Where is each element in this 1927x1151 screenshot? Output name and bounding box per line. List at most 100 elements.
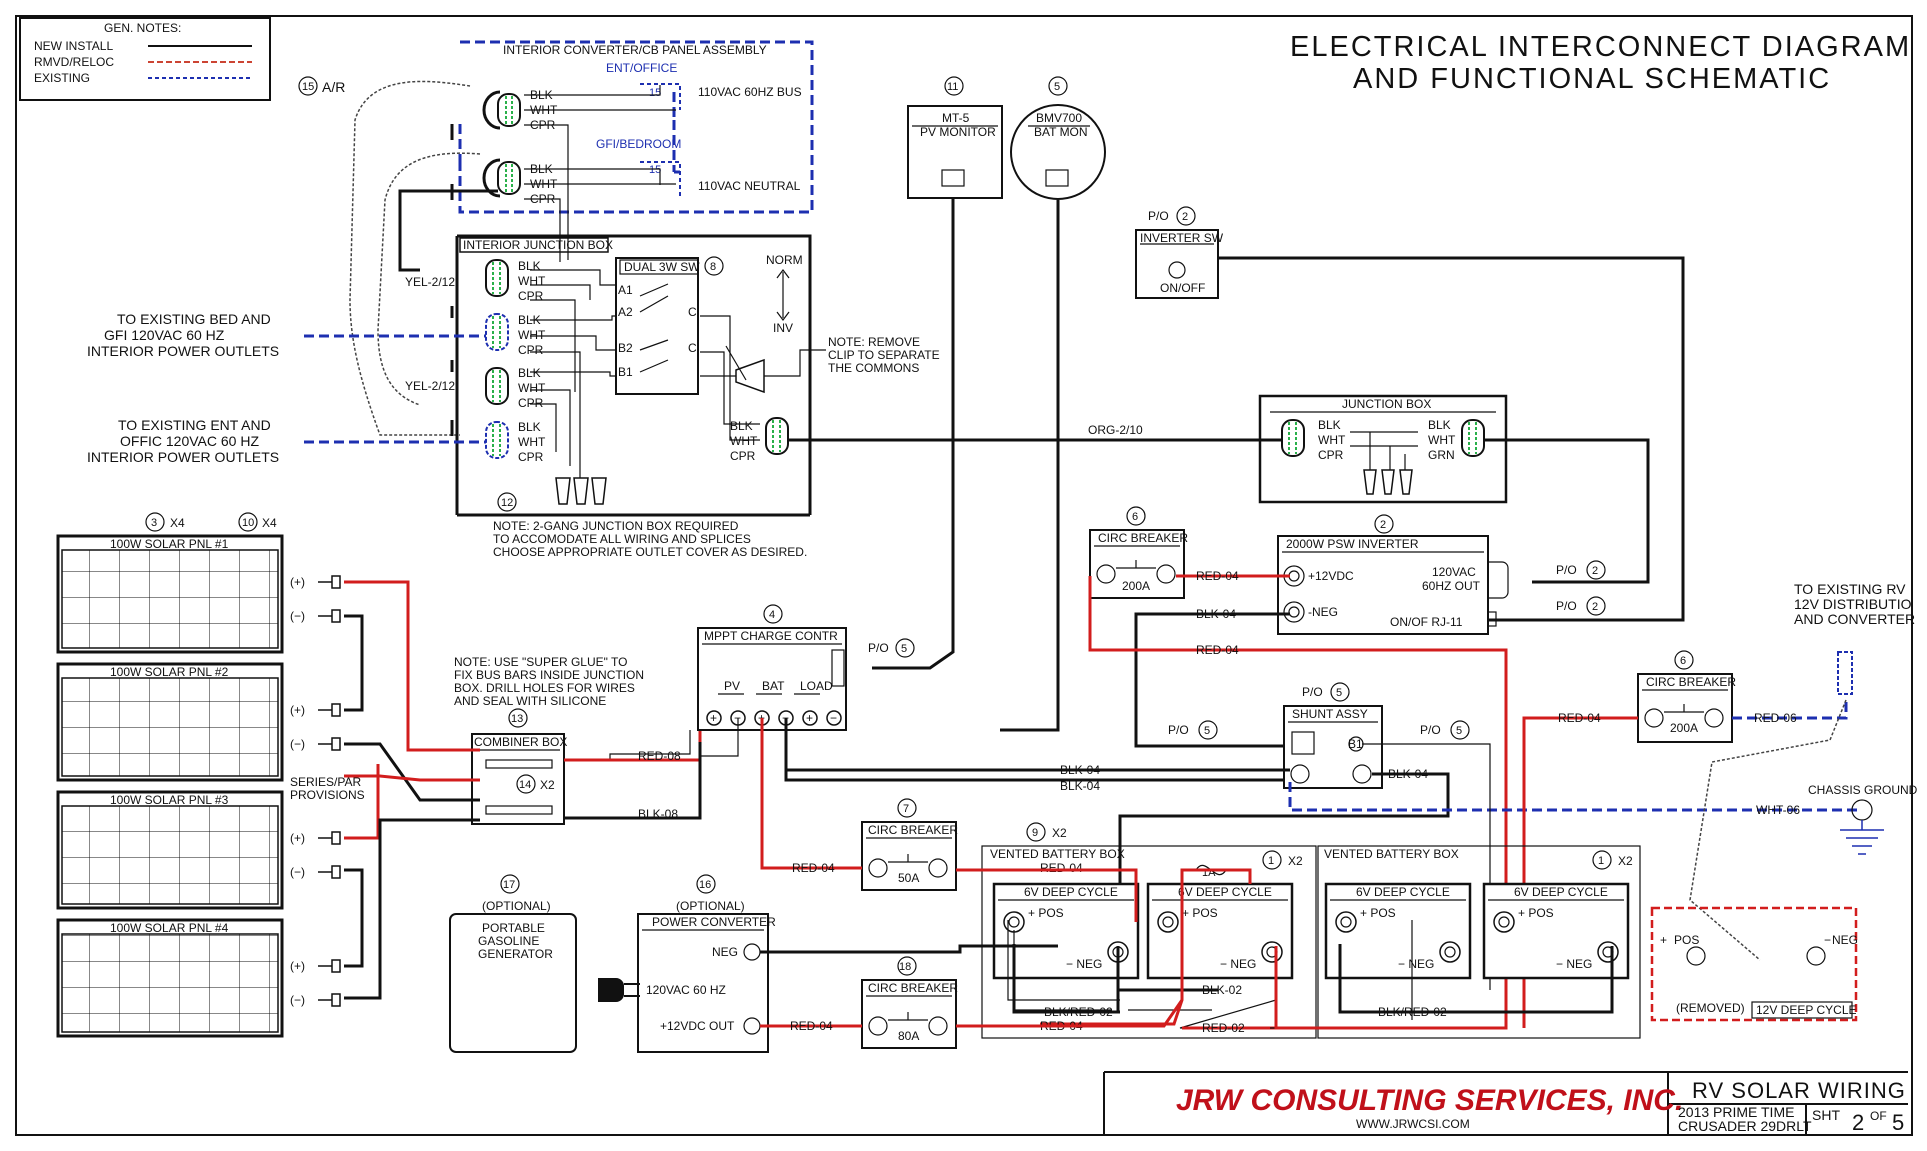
neg-terminal[interactable] — [331, 993, 341, 1007]
svg-text:12V DEEP CYCLE: 12V DEEP CYCLE — [1756, 1003, 1857, 1017]
org-wire-label: ORG-2/10 — [1088, 423, 1143, 437]
svg-text:RED-02: RED-02 — [1202, 1021, 1245, 1035]
pos-terminal[interactable] — [331, 575, 341, 589]
power-converter[interactable]: 16 (OPTIONAL) POWER CONVERTER NEG 120VAC… — [637, 874, 776, 1053]
battery-pos-terminal[interactable] — [1493, 911, 1515, 933]
svg-text:RED-04: RED-04 — [790, 1019, 833, 1033]
battery-pos-terminal[interactable] — [1335, 911, 1357, 933]
red04-bat-link — [1040, 868, 1252, 1026]
solar-panel-4[interactable]: 100W SOLAR PNL #4(+)(−) — [56, 918, 341, 1038]
breaker-inverter[interactable]: 6 CIRC BREAKER 200A — [1089, 506, 1188, 599]
svg-text:A1: A1 — [618, 283, 633, 297]
converter-panel-title: INTERIOR CONVERTER/CB PANEL ASSEMBLY — [503, 43, 767, 57]
mppt-terminal-sign: − — [830, 711, 837, 725]
svg-text:C: C — [688, 341, 697, 355]
svg-text:5: 5 — [1336, 687, 1342, 699]
svg-text:6V DEEP CYCLE: 6V DEEP CYCLE — [1356, 885, 1450, 899]
breaker-mppt[interactable]: 7 CIRC BREAKER 50A — [861, 798, 958, 891]
svg-text:+ POS: + POS — [1028, 906, 1064, 920]
battery-neg-terminal[interactable] — [1439, 941, 1461, 963]
svg-text:120VAC 60 HZ: 120VAC 60 HZ — [646, 983, 726, 997]
svg-text:2: 2 — [1852, 1110, 1864, 1135]
mppt-terminal[interactable] — [826, 710, 842, 726]
yel-wire-2: YEL-2/12 — [405, 379, 455, 393]
inv-switch-cable — [1218, 256, 1685, 622]
svg-text:WHT: WHT — [1318, 433, 1346, 447]
svg-text:P/O: P/O — [1148, 209, 1169, 223]
svg-text:6: 6 — [1132, 511, 1138, 523]
pos-terminal[interactable] — [331, 959, 341, 973]
solar-panel-1[interactable]: 100W SOLAR PNL #1(+)(−) — [56, 534, 341, 654]
blkred02-bat2 — [1338, 944, 1614, 1014]
chassis-ground-icon — [1840, 799, 1884, 855]
solar-panel-label: 100W SOLAR PNL #2 — [110, 665, 229, 679]
svg-text:P/O: P/O — [868, 641, 889, 655]
svg-text:BLK-04: BLK-04 — [1196, 607, 1236, 621]
svg-text:− NEG: − NEG — [1398, 957, 1434, 971]
solar-panel-label: 100W SOLAR PNL #4 — [110, 921, 229, 935]
svg-text:6V DEEP CYCLE: 6V DEEP CYCLE — [1024, 885, 1118, 899]
battery-neg-terminal[interactable] — [1597, 941, 1619, 963]
label-red08: RED-08 — [638, 749, 681, 763]
mppt-terminal[interactable] — [706, 710, 722, 726]
svg-text:WHT: WHT — [518, 274, 546, 288]
combiner-box[interactable]: 13 COMBINER BOX 14 X2 — [471, 708, 567, 825]
inverter-switch[interactable]: P/O 2 INVERTER SW ON/OFF — [1135, 206, 1224, 299]
dual-3w-switch[interactable] — [615, 257, 699, 395]
solar-panel-2[interactable]: 100W SOLAR PNL #2(+)(−) — [56, 662, 341, 782]
shunt-assembly[interactable]: 5 P/O 5 SHUNT ASSY B1 — [1283, 682, 1383, 789]
company-url: WWW.JRWCSI.COM — [1356, 1117, 1470, 1131]
svg-text:P/O: P/O — [1556, 563, 1577, 577]
svg-text:P/O: P/O — [1556, 599, 1577, 613]
mt5-pv-monitor[interactable]: 11 MT-5 PV MONITOR — [907, 76, 1003, 199]
svg-text:B1: B1 — [1348, 737, 1363, 751]
svg-text:BLK-02: BLK-02 — [1202, 983, 1242, 997]
battery-2: 6V DEEP CYCLE+ POS− NEG — [1146, 882, 1294, 980]
neg-terminal[interactable] — [331, 609, 341, 623]
svg-text:11: 11 — [947, 81, 958, 93]
breaker-converter[interactable]: 18 CIRC BREAKER 80A — [861, 956, 958, 1049]
portable-generator[interactable]: 17 (OPTIONAL) PORTABLE GASOLINE GENERATO… — [449, 874, 577, 1053]
solar-panel-label: 100W SOLAR PNL #1 — [110, 537, 229, 551]
converter-panel: INTERIOR CONVERTER/CB PANEL ASSEMBLY ENT… — [458, 40, 814, 214]
svg-text:NEG: NEG — [712, 945, 738, 959]
mppt-terminal-sign: + — [710, 711, 717, 725]
svg-text:X4: X4 — [262, 516, 277, 530]
svg-text:+12VDC OUT: +12VDC OUT — [660, 1019, 735, 1033]
jbox-connector-2: BLK WHT CPR — [485, 313, 546, 357]
svg-text:VENTED BATTERY BOX: VENTED BATTERY BOX — [1324, 847, 1459, 861]
drawing-model: 2013 PRIME TIME CRUSADER 29DRLT — [1678, 1104, 1812, 1134]
svg-text:BLK: BLK — [518, 420, 541, 434]
svg-text:CIRC BREAKER: CIRC BREAKER — [1098, 531, 1188, 545]
neg-terminal[interactable] — [331, 865, 341, 879]
neg-terminal-label: (−) — [290, 993, 305, 1007]
svg-text:X2: X2 — [540, 778, 555, 792]
battery-box-2: 1 X2 VENTED BATTERY BOX 1 X2 — [1262, 845, 1641, 1039]
svg-text:RED-04: RED-04 — [1040, 861, 1083, 875]
wht06-wire — [1288, 782, 1860, 812]
pos-terminal[interactable] — [331, 703, 341, 717]
solar-panel-3[interactable]: 100W SOLAR PNL #3(+)(−) — [56, 790, 341, 910]
battery-1: 6V DEEP CYCLE+ POS− NEG — [992, 882, 1140, 980]
svg-text:POWER CONVERTER: POWER CONVERTER — [652, 915, 776, 929]
svg-text:BLK/RED-02: BLK/RED-02 — [1044, 1005, 1113, 1019]
mppt-terminal[interactable] — [802, 710, 818, 726]
mppt-charge-controller[interactable]: 4 MPPT CHARGE CONTR PV BAT LOAD +−+−+− — [697, 604, 847, 731]
battery-pos-terminal[interactable] — [1003, 911, 1025, 933]
distribution-connector — [1837, 651, 1853, 695]
pos-terminal[interactable] — [331, 831, 341, 845]
breaker-distribution[interactable]: 6 CIRC BREAKER 200A — [1637, 650, 1736, 743]
chassis-ground-label: CHASSIS GROUND — [1808, 783, 1918, 797]
battery-neg-terminal[interactable] — [1261, 941, 1283, 963]
jbox-connector-3: BLK WHT CPR — [485, 366, 546, 410]
neg-terminal[interactable] — [331, 737, 341, 751]
bmv700-battery-monitor[interactable]: 5 BMV700 BAT MON — [1010, 76, 1106, 200]
battery-pos-terminal[interactable] — [1157, 911, 1179, 933]
svg-text:5: 5 — [1054, 81, 1060, 93]
svg-text:− NEG: − NEG — [1220, 957, 1256, 971]
solar-panel-label: 100W SOLAR PNL #3 — [110, 793, 229, 807]
svg-text:+ POS: + POS — [1360, 906, 1396, 920]
svg-text:WHT: WHT — [730, 434, 758, 448]
right-junction-box: JUNCTION BOX BLK WHT CPR BLK WHT GRN — [1258, 394, 1508, 504]
